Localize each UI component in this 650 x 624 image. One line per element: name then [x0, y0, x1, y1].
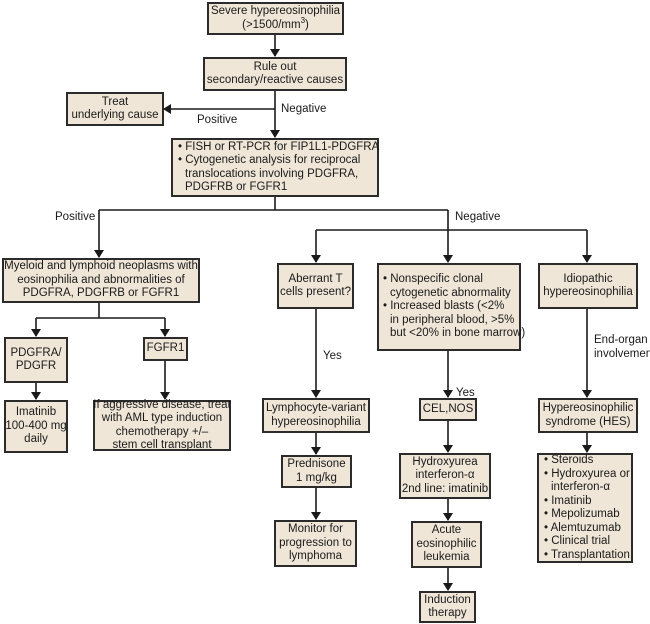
list-item: interferon-α: [551, 481, 611, 493]
node-text: hypereosinophilia: [271, 415, 361, 428]
node-text: Severe hypereosinophilia: [210, 5, 341, 17]
node-text: syndrome (HES): [545, 415, 631, 428]
node-text: with AML type induction: [101, 412, 223, 424]
node-text: interferon-α: [415, 469, 475, 482]
node-text: PDGFRA/: [10, 346, 62, 359]
node-text: Rule out: [253, 60, 297, 73]
node-text: in peripheral blood, >5%: [390, 313, 515, 326]
node-text: Imatinib: [15, 406, 57, 419]
edge-label-yes: Yes: [456, 387, 475, 399]
node-text: progression to: [279, 536, 352, 549]
edge-label-end-organ: End-organ involvement: [594, 334, 650, 361]
node-text: eosinophilia and abnormalities of: [17, 273, 185, 286]
edge-label-negative: Negative: [281, 103, 327, 115]
node-text: If aggressive disease, treat: [93, 398, 231, 411]
node-text: chemotherapy +/–: [115, 425, 209, 438]
node-text: Acute: [431, 524, 462, 537]
edge-label-yes: Yes: [323, 350, 342, 362]
node-text: Idiopathic: [563, 272, 613, 285]
edge-label-text: involvement: [594, 347, 650, 360]
node-text: Myeloid and lymphoid neoplasms with: [4, 260, 198, 273]
edge-label-negative: Negative: [455, 211, 501, 223]
node-text: • Cytogenetic analysis for reciprocal: [178, 154, 361, 166]
node-text: Hypereosinophilic: [542, 402, 634, 414]
list-item: • Mepolizumab: [544, 508, 620, 520]
list-item: • Imatinib: [544, 494, 592, 507]
list-item: • Steroids: [544, 454, 594, 466]
node-text: 1 mg/kg: [296, 471, 337, 484]
node-nonspecific-clonal: • Nonspecific clonal cytogenetic abnorma…: [377, 263, 525, 351]
list-item: • Transplantation: [544, 548, 630, 561]
node-text: leukemia: [423, 551, 470, 564]
edge-label-positive: Positive: [197, 114, 238, 126]
node-text: 100-400 mg: [5, 419, 67, 432]
list-item: • Clinical trial: [544, 535, 611, 547]
node-fish-cytogenetics: • FISH or RT-PCR for FIP1L1-PDGFRA • Cyt…: [171, 138, 379, 197]
node-text: • Increased blasts (<2%: [383, 300, 505, 313]
node-text: 2nd line: imatinib: [401, 482, 489, 495]
node-text: Monitor for: [288, 523, 343, 536]
node-text: underlying cause: [71, 109, 159, 121]
node-text: Lymphocyte-variant: [266, 402, 366, 414]
node-text: CEL,NOS: [422, 402, 474, 415]
node-text: therapy: [428, 607, 467, 619]
node-text: PDGFR: [15, 360, 57, 372]
node-text: PDGFRA, PDGFRB or FGFR1: [22, 287, 180, 300]
edge-label-text: End-organ: [594, 334, 648, 346]
node-text: Induction: [424, 593, 471, 606]
node-text: stem cell transplant: [112, 439, 212, 451]
node-text: • Nonspecific clonal: [383, 273, 483, 286]
node-text: hypereosinophilia: [543, 286, 633, 298]
node-text: cytogenetic abnormality: [390, 286, 511, 299]
list-item: • Hydroxyurea or: [544, 467, 630, 480]
node-text: Prednisone: [287, 458, 346, 470]
node-text: PDGFRB or FGFR1: [185, 181, 288, 193]
list-item: • Alemtuzumab: [544, 521, 621, 534]
node-text: lymphoma: [288, 550, 343, 563]
node-text: Aberrant T: [288, 272, 343, 285]
node-text: • FISH or RT-PCR for FIP1L1-PDGFRA: [178, 140, 380, 153]
node-fgfr1: FGFR1: [143, 337, 188, 361]
node-text: secondary/reactive causes: [206, 74, 344, 86]
node-hes-treatments: • Steroids • Hydroxyurea or interferon-α…: [537, 453, 633, 563]
node-text: but <20% in bone marrow): [390, 327, 526, 340]
node-text: daily: [24, 433, 48, 446]
node-cel-nos: CEL,NOS: [419, 398, 477, 421]
node-pdgfra-pdgfr: PDGFRA/PDGFR: [4, 337, 68, 383]
node-text: cells present?: [280, 286, 351, 298]
node-text: Hydroxyurea: [412, 455, 478, 468]
node-text: FGFR1: [146, 342, 185, 355]
node-text: (>1500/mm3): [242, 15, 309, 31]
node-severe-hypereosinophilia: Severe hypereosinophilia (>1500/mm3): [207, 2, 344, 35]
node-text: eosinophilic: [416, 537, 477, 550]
edge-label-positive: Positive: [55, 211, 96, 223]
node-text: Treat: [101, 95, 129, 108]
node-text: translocations involving PDGFRA,: [185, 167, 359, 180]
